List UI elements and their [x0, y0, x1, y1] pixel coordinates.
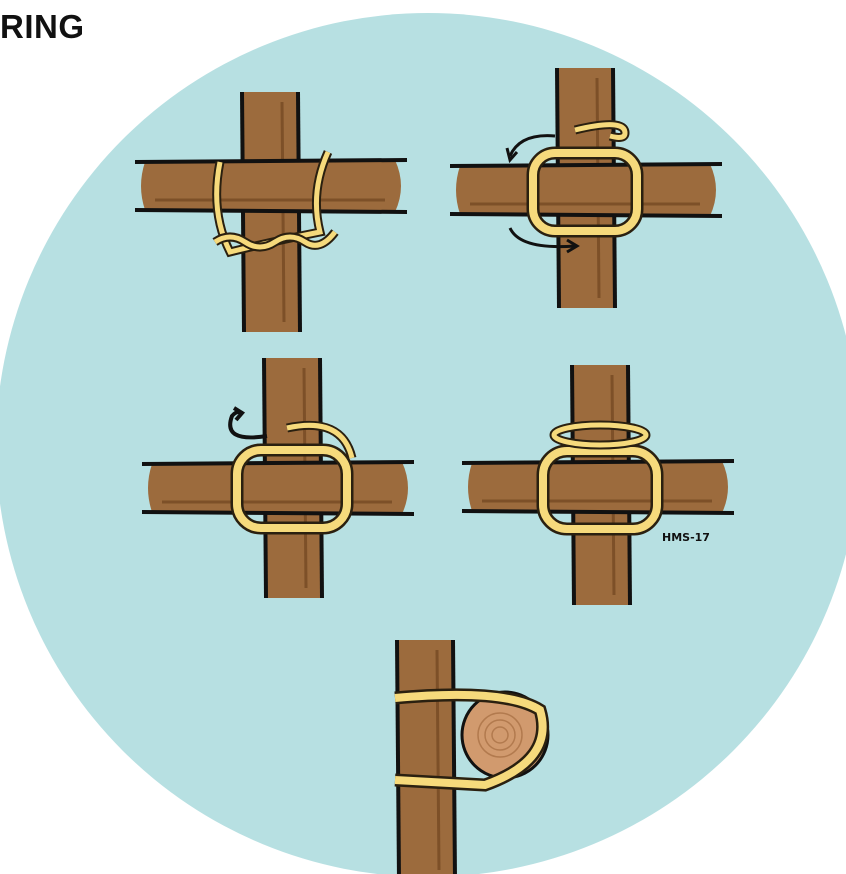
step-1-start-clove-hitch	[133, 90, 409, 334]
step-5-side-view-lashing	[394, 638, 550, 874]
wood-rings	[477, 712, 523, 758]
step-2-wrapping-turns	[448, 66, 724, 310]
signature: HMS-17	[662, 531, 710, 544]
page-title: RING	[0, 8, 85, 45]
step-4-finish-hitch: HMS-17	[460, 363, 736, 607]
curved-arrow-icon	[508, 134, 556, 157]
step-3-frapping-turns	[140, 356, 416, 600]
curved-arrow-icon	[508, 227, 576, 249]
